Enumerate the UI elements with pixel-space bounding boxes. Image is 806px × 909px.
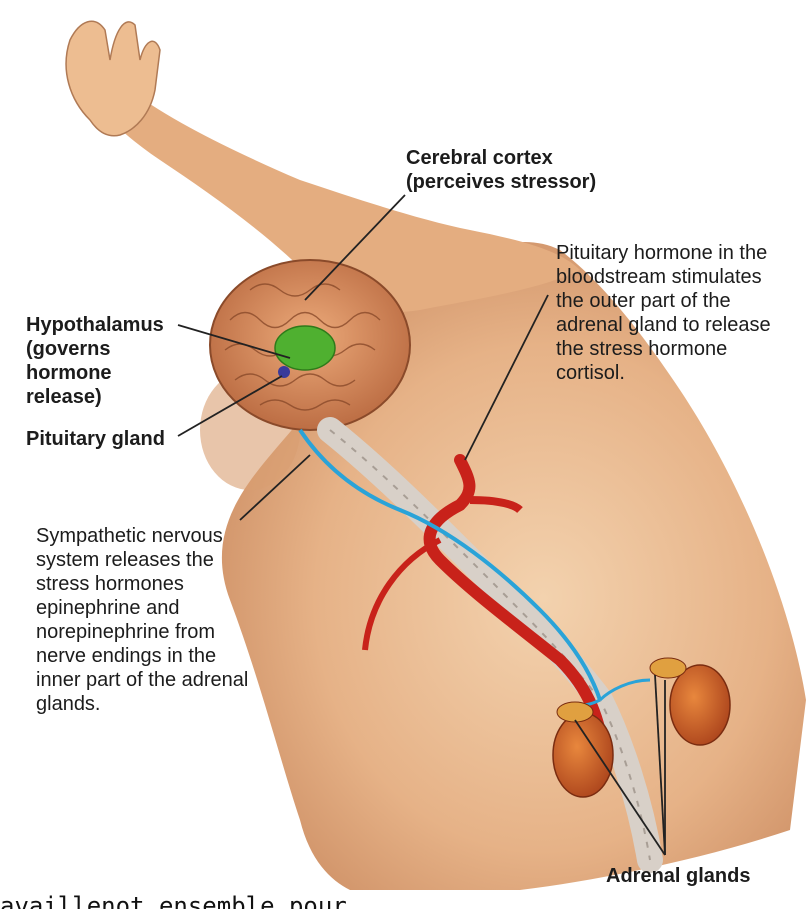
hypothalamus-shape: [275, 326, 335, 370]
label-line: (governs: [26, 337, 164, 361]
cut-off-caption: availlenot ensemble pour: [0, 880, 520, 909]
label-line: system releases the: [36, 548, 248, 572]
left-kidney: [553, 713, 613, 797]
label-pituitary-hormone: Pituitary hormone in the bloodstream sti…: [556, 241, 771, 385]
label-line: Pituitary hormone in the: [556, 241, 771, 265]
label-line: hormone: [26, 361, 164, 385]
label-line: Sympathetic nervous: [36, 524, 248, 548]
label-line: the outer part of the: [556, 289, 771, 313]
label-line: glands.: [36, 692, 248, 716]
label-adrenal-glands: Adrenal glands: [606, 864, 750, 888]
label-cerebral-cortex: Cerebral cortex (perceives stressor): [406, 146, 596, 194]
label-line: nerve endings in the: [36, 644, 248, 668]
label-line: release): [26, 385, 164, 409]
label-line: cortisol.: [556, 361, 771, 385]
label-hypothalamus: Hypothalamus (governs hormone release): [26, 313, 164, 409]
label-line: epinephrine and: [36, 596, 248, 620]
left-adrenal: [557, 702, 593, 722]
label-line: adrenal gland to release: [556, 313, 771, 337]
label-line: the stress hormone: [556, 337, 771, 361]
label-line: bloodstream stimulates: [556, 265, 771, 289]
label-line: Hypothalamus: [26, 313, 164, 337]
label-pituitary-gland: Pituitary gland: [26, 427, 165, 451]
label-sympathetic-nervous-system: Sympathetic nervous system releases the …: [36, 524, 248, 716]
right-kidney: [670, 665, 730, 745]
label-line: norepinephrine from: [36, 620, 248, 644]
label-line: (perceives stressor): [406, 170, 596, 194]
label-line: inner part of the adrenal: [36, 668, 248, 692]
label-line: Cerebral cortex: [406, 146, 596, 170]
pituitary-shape: [278, 366, 290, 378]
label-line: stress hormones: [36, 572, 248, 596]
